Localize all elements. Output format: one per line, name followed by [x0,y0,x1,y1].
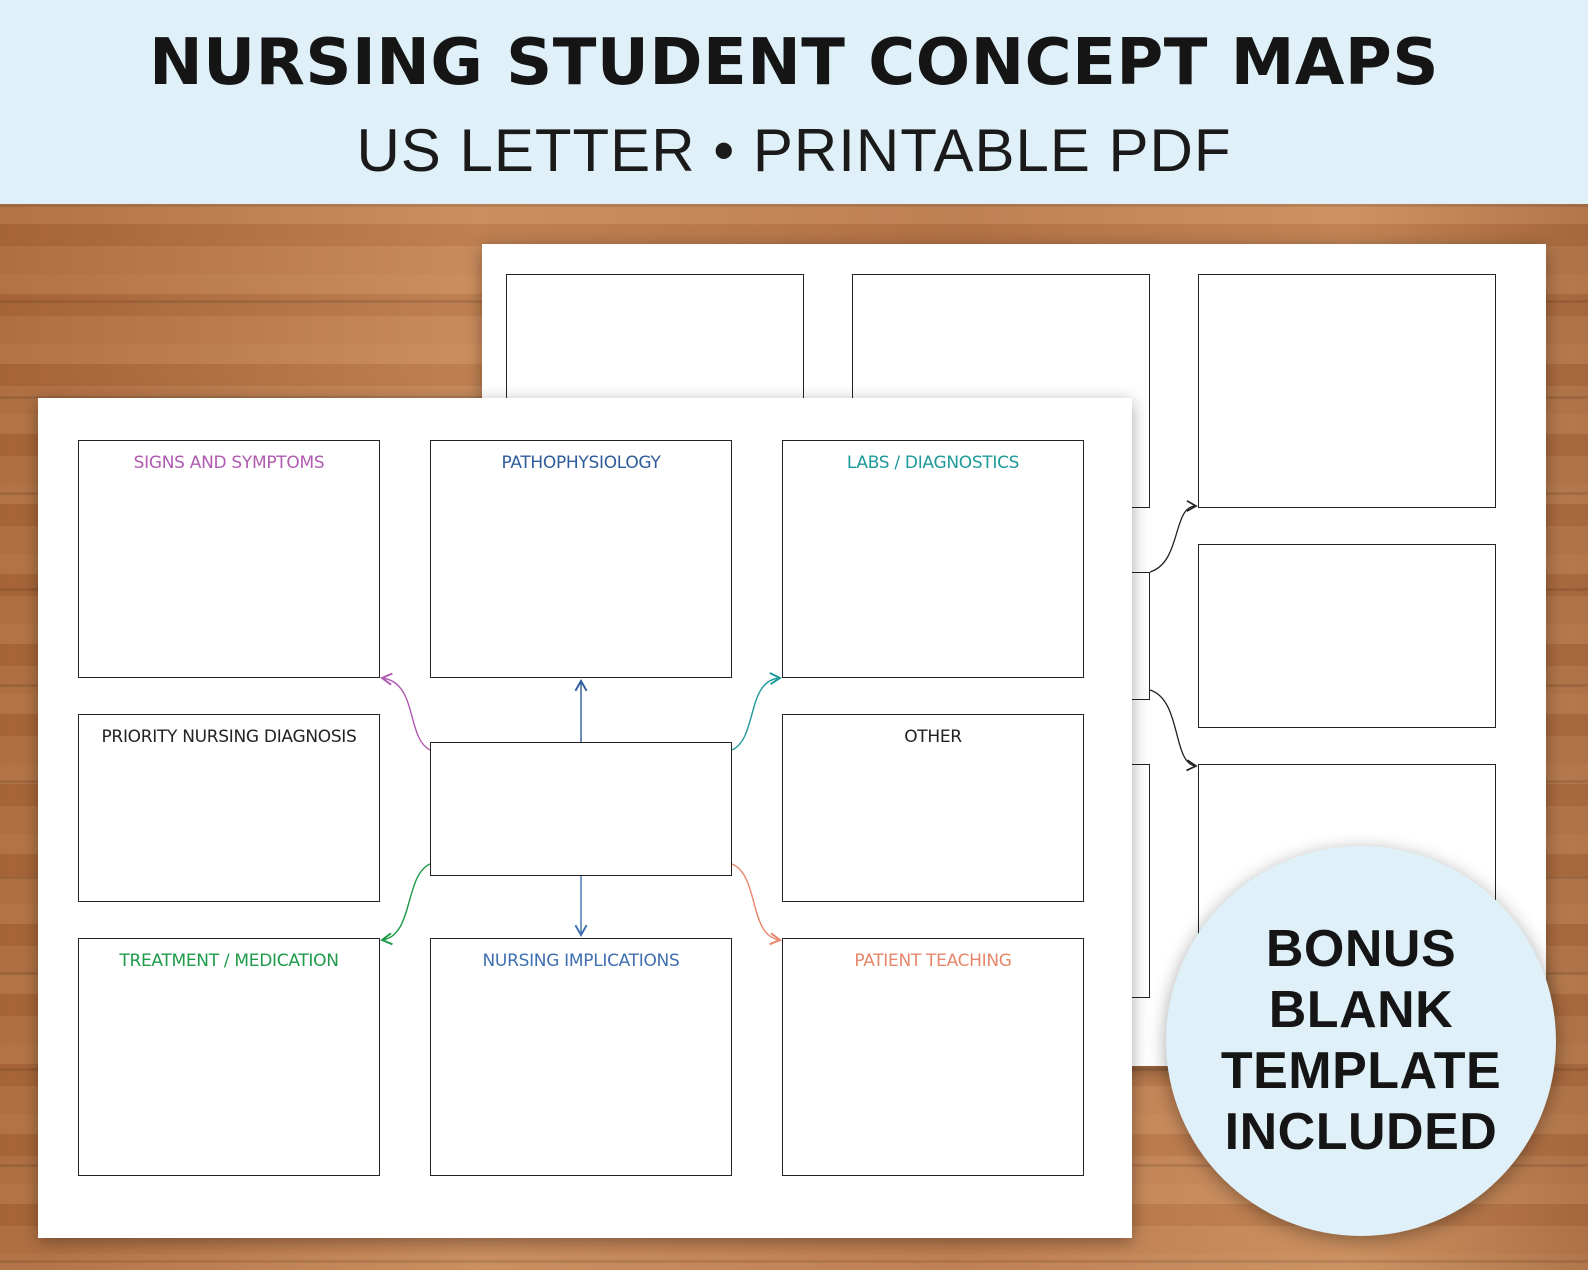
treatment-medication-label: TREATMENT / MEDICATION [119,951,339,971]
badge-line-4: INCLUDED [1224,1103,1498,1161]
patient-teaching-box: PATIENT TEACHING [782,938,1084,1176]
patient-teaching-label: PATIENT TEACHING [854,951,1012,971]
header-banner: NURSING STUDENT CONCEPT MAPS US LETTER •… [0,0,1588,204]
arrow-to-labs-diagnostics [731,672,782,751]
priority-diagnosis-box: PRIORITY NURSING DIAGNOSIS [78,714,380,902]
arrow-to-treatment-medication [380,863,431,946]
pathophysiology-box: PATHOPHYSIOLOGY [430,440,732,678]
treatment-medication-box: TREATMENT / MEDICATION [78,938,380,1176]
pathophysiology-label: PATHOPHYSIOLOGY [501,453,661,473]
badge-line-3: TEMPLATE [1220,1042,1502,1100]
badge-line-2: BLANK [1268,981,1454,1039]
nursing-implications-box: NURSING IMPLICATIONS [430,938,732,1176]
labs-diagnostics-box: LABS / DIAGNOSTICS [782,440,1084,678]
page-subtitle: US LETTER • PRINTABLE PDF [356,117,1232,184]
other-label: OTHER [904,727,962,747]
badge-line-1: BONUS [1265,920,1457,978]
blank-box-top-right [1198,274,1496,508]
arrow-to-patient-teaching [731,863,782,946]
blank-template-arrows [1149,500,1198,772]
concept-map-sheet: SIGNS AND SYMPTOMS PATHOPHYSIOLOGY LABS … [38,398,1132,1238]
other-box: OTHER [782,714,1084,902]
priority-diagnosis-label: PRIORITY NURSING DIAGNOSIS [101,727,357,747]
page-title: NURSING STUDENT CONCEPT MAPS [149,26,1439,100]
signs-symptoms-label: SIGNS AND SYMPTOMS [133,453,325,473]
arrow-to-signs-symptoms [380,672,431,751]
bonus-badge: BONUS BLANK TEMPLATE INCLUDED [1166,846,1556,1236]
signs-symptoms-box: SIGNS AND SYMPTOMS [78,440,380,678]
labs-diagnostics-label: LABS / DIAGNOSTICS [846,453,1020,473]
blank-box-middle-right [1198,544,1496,728]
central-concept-box [430,742,732,876]
nursing-implications-label: NURSING IMPLICATIONS [482,951,680,971]
concept-map-arrows [380,672,782,946]
